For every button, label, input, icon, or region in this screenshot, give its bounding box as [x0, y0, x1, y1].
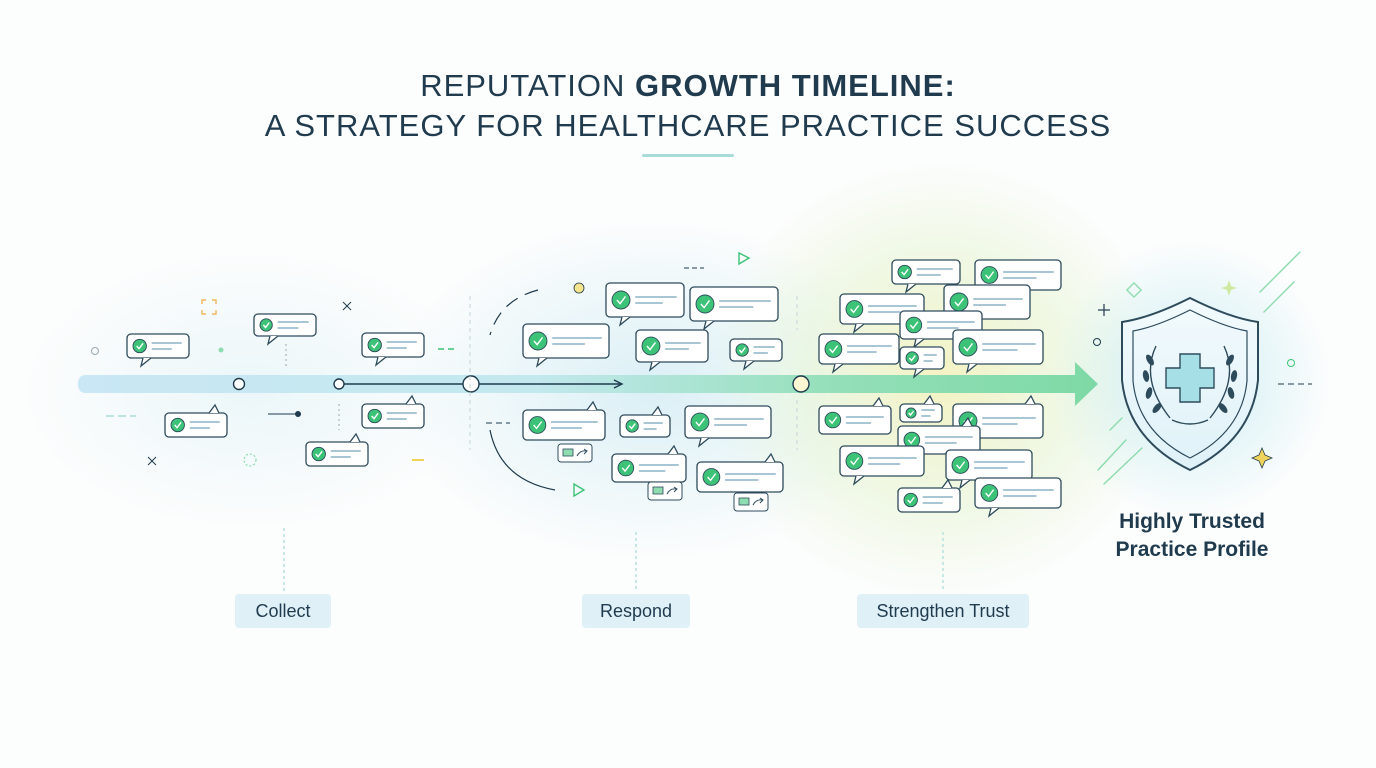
decor-triangle	[738, 251, 751, 266]
review-check-icon	[897, 478, 961, 513]
review-check-icon	[619, 405, 671, 438]
review-check-icon	[952, 329, 1044, 374]
review-check-icon	[818, 333, 900, 374]
sparkle-icon	[1221, 280, 1237, 296]
respond-arc	[489, 429, 556, 491]
review-check-icon	[522, 323, 610, 368]
milestone-node	[462, 375, 480, 393]
review-check-icon	[891, 259, 961, 294]
decor-x	[147, 301, 352, 466]
reply-icon	[647, 481, 683, 501]
milestone-node	[232, 377, 246, 391]
review-check-icon	[974, 477, 1062, 518]
review-check-icon	[605, 282, 685, 327]
milestone-node	[792, 375, 810, 393]
review-check-icon	[305, 432, 369, 467]
final-outcome-label: Highly Trusted Practice Profile	[1092, 508, 1292, 564]
review-check-icon	[635, 329, 709, 372]
decor-dot	[218, 347, 224, 353]
review-check-icon	[164, 403, 228, 438]
review-check-icon	[611, 444, 687, 483]
review-check-icon	[839, 445, 925, 486]
reply-icons	[557, 443, 769, 512]
review-check-icon	[361, 332, 425, 367]
title-line2: A STRATEGY FOR HEALTHCARE PRACTICE SUCCE…	[264, 108, 1112, 143]
title-underline	[642, 154, 734, 157]
decor-dot	[1287, 359, 1295, 367]
milestone-node	[333, 378, 345, 390]
review-check-icon	[522, 400, 606, 441]
title-line1-prefix: REPUTATION	[420, 68, 635, 103]
review-check-icon	[684, 405, 772, 448]
medical-shield-icon	[1121, 296, 1259, 472]
decor-dot	[243, 453, 257, 467]
review-bubbles	[126, 259, 1062, 518]
review-check-icon	[729, 338, 783, 371]
title-line1-bold: GROWTH TIMELINE:	[635, 68, 956, 103]
review-check-icon	[899, 394, 943, 423]
final-label-line1: Highly Trusted	[1119, 510, 1265, 533]
reply-icon	[733, 492, 769, 512]
timeline-center-arrow	[613, 379, 624, 389]
stage-label-respond: Respond	[582, 594, 690, 628]
decor-dot	[573, 282, 585, 294]
decor-dot	[295, 411, 301, 417]
review-check-icon	[689, 286, 779, 331]
final-label-line2: Practice Profile	[1115, 538, 1269, 561]
plus-icon	[1098, 304, 1110, 316]
decor-triangle	[573, 482, 586, 498]
review-check-icon	[696, 452, 784, 493]
stage-label-collect: Collect	[235, 594, 331, 628]
review-check-icon	[361, 394, 425, 429]
review-check-icon	[945, 449, 1033, 490]
stage-label-strengthen-trust: Strengthen Trust	[857, 594, 1029, 628]
decor-dot	[1093, 338, 1101, 346]
review-check-icon	[899, 346, 945, 379]
decor-corner	[201, 299, 217, 315]
sparkle-lines	[1097, 251, 1301, 485]
review-check-icon	[253, 313, 317, 346]
page-title: REPUTATION GROWTH TIMELINE: A STRATEGY F…	[0, 66, 1376, 146]
review-check-icon	[818, 396, 892, 435]
review-check-icon	[126, 333, 190, 368]
decor-dot	[91, 347, 99, 355]
reply-icon	[557, 443, 593, 463]
diamond-icon	[1125, 281, 1143, 299]
respond-arc	[489, 289, 539, 336]
sparkle-icon	[1250, 446, 1274, 470]
